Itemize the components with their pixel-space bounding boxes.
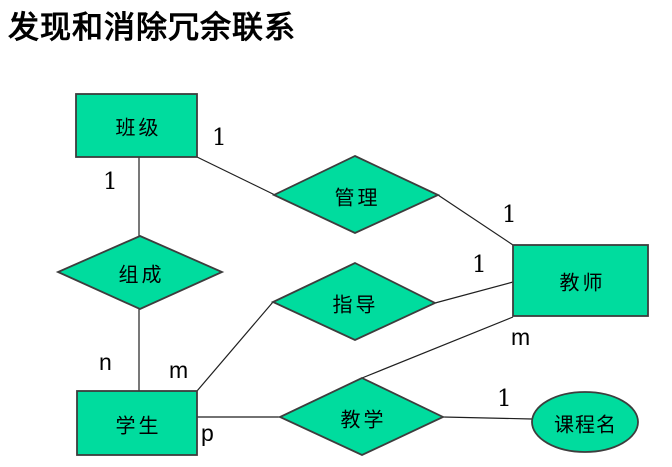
attribute-kechengming-label: 课程名	[554, 412, 617, 437]
cardinality-guanli-jiaoshi: 1	[502, 202, 517, 228]
relationship-zhidao-label: 指导	[332, 292, 379, 317]
entity-xuesheng-shape	[76, 390, 198, 456]
cardinality-zucheng-xuesheng: n	[99, 349, 112, 375]
edge-banji-guanli	[196, 156, 276, 196]
entity-xuesheng-label: 学生	[115, 413, 162, 438]
page-title: 发现和消除冗余联系	[8, 10, 296, 45]
cardinality-jiaoshi-jiaoxue: m	[511, 324, 531, 350]
cardinality-xuesheng-jiaoxue: p	[201, 420, 214, 446]
entity-banji-shape	[75, 93, 198, 158]
edge-jiaoshi-jiaoxue	[361, 316, 514, 379]
edge-jiaoxue-kechengming	[442, 416, 533, 420]
cardinality-banji-zucheng: 1	[103, 169, 118, 195]
relationship-guanli-label: 管理	[334, 185, 381, 210]
cardinality-banji-guanli: 1	[212, 125, 227, 151]
cardinality-zhidao-jiaoshi: 1	[472, 252, 487, 278]
relationship-zhidao-shape	[270, 261, 438, 341]
cardinality-jiaoxue-kechengming: 1	[497, 386, 512, 412]
attribute-kechengming-shape	[531, 391, 639, 453]
relationship-jiaoxue-shape	[277, 377, 446, 456]
entity-banji-label: 班级	[115, 115, 162, 140]
relationship-guanli-shape	[271, 155, 441, 234]
relationship-jiaoxue-label: 教学	[340, 407, 387, 432]
entity-jiaoshi-label: 教师	[559, 270, 606, 295]
edge-zhidao-jiaoshi	[434, 281, 514, 304]
edge-zhidao-xuesheng	[196, 301, 274, 392]
entity-jiaoshi-shape	[512, 244, 649, 317]
edge-guanli-jiaoshi	[437, 194, 514, 246]
relationship-zucheng-label: 组成	[118, 262, 165, 287]
relationship-zucheng-shape	[55, 235, 225, 310]
cardinality-zhidao-xuesheng: m	[169, 357, 189, 383]
